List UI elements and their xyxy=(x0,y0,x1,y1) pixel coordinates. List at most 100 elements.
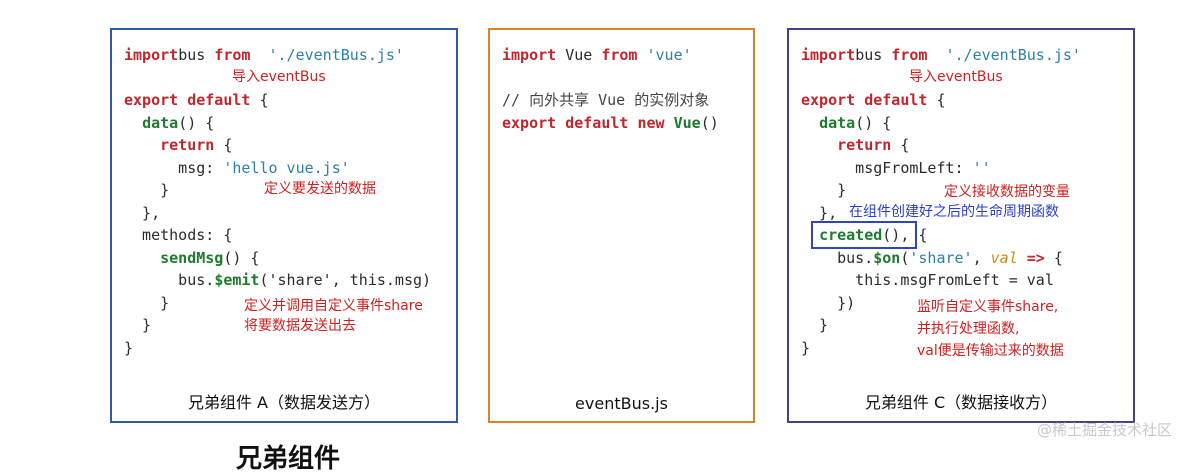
code-token: , xyxy=(972,248,991,267)
eventbus-panel: import Vue from 'vue' // 向外共享 Vue 的实例对象 e… xyxy=(488,28,755,423)
code-token: } xyxy=(124,181,170,199)
code-token: Vue xyxy=(556,46,602,64)
code-token: export default xyxy=(124,91,251,109)
code-token xyxy=(124,114,142,132)
code-token: msgFromLeft: xyxy=(801,158,973,177)
code-token xyxy=(124,136,160,154)
eventbus-caption: eventBus.js xyxy=(575,394,668,413)
note-import-eventbus: 导入eventBus xyxy=(232,69,326,85)
code-token: Vue xyxy=(673,113,701,132)
code-token: } xyxy=(124,338,134,357)
code-token: val xyxy=(990,248,1018,267)
code-token: return xyxy=(837,136,892,154)
code-token: } xyxy=(124,293,170,312)
receiver-caption: 兄弟组件 C（数据接收方） xyxy=(864,393,1058,412)
watermark-text: @稀土掘金技术社区 xyxy=(1036,421,1172,439)
note-listen-event-3: val便是传输过来的数据 xyxy=(917,343,1064,359)
code-token: export default new xyxy=(502,113,665,132)
code-line: } xyxy=(801,179,1081,202)
note-emit-event-2: 将要数据发送出去 xyxy=(244,318,356,334)
code-line: }) xyxy=(801,292,1081,315)
code-line: import Vue from 'vue' xyxy=(502,44,719,67)
code-line: }, xyxy=(124,202,431,225)
code-line: }, xyxy=(801,202,1081,225)
eventbus-code-block: import Vue from 'vue' // 向外共享 Vue 的实例对象 e… xyxy=(502,44,719,134)
code-token xyxy=(801,114,819,132)
code-token xyxy=(250,46,268,64)
code-token: bus. xyxy=(801,248,874,267)
code-line: } xyxy=(801,337,1081,360)
created-highlight-box xyxy=(811,221,917,249)
code-token: ('share', this.msg) xyxy=(259,271,432,289)
code-line: export default { xyxy=(801,89,1081,112)
code-token: () { xyxy=(223,248,260,267)
note-data-to-send: 定义要发送的数据 xyxy=(264,181,376,197)
code-token xyxy=(1018,249,1027,267)
note-emit-event-1: 定义并调用自定义事件share xyxy=(244,298,423,314)
code-token: import xyxy=(502,46,557,64)
code-token: } xyxy=(124,316,152,334)
code-line: methods: { xyxy=(124,224,431,247)
note-listen-event-1: 监听自定义事件share, xyxy=(917,299,1059,315)
code-token: data xyxy=(142,113,179,132)
code-line: } xyxy=(801,314,1081,337)
code-line: this.msgFromLeft = val xyxy=(801,269,1081,292)
code-line: export default new Vue() xyxy=(502,112,719,135)
sender-component-panel: importbus from './eventBus.js' export de… xyxy=(110,28,458,423)
code-line: export default { xyxy=(124,89,431,112)
code-token: import xyxy=(124,46,179,64)
code-line: importbus from './eventBus.js' xyxy=(124,44,431,67)
code-token xyxy=(927,46,945,64)
code-token: { xyxy=(250,91,269,109)
code-line: bus.$on('share', val => { xyxy=(801,247,1081,270)
note-import-eventbus-c: 导入eventBus xyxy=(909,69,1003,85)
code-line: msgFromLeft: '' xyxy=(801,157,1081,180)
code-token: }) xyxy=(801,293,856,312)
code-line: // 向外共享 Vue 的实例对象 xyxy=(502,89,719,112)
code-token: { xyxy=(1044,248,1063,267)
code-token: './eventBus.js' xyxy=(945,46,1081,64)
code-token: => xyxy=(1026,248,1045,267)
code-token: 'hello vue.js' xyxy=(223,158,350,177)
code-token xyxy=(124,249,160,267)
code-token: () xyxy=(700,113,719,132)
receiver-code-block: importbus from './eventBus.js' export de… xyxy=(801,44,1081,359)
code-token: bus. xyxy=(124,271,215,289)
code-token: // 向外共享 Vue 的实例对象 xyxy=(502,91,710,109)
code-line: } xyxy=(124,292,431,315)
cropped-heading-text: 兄弟组件 xyxy=(236,444,341,474)
code-line: } xyxy=(124,337,431,360)
code-token: }, xyxy=(801,203,838,222)
code-token: () { xyxy=(178,113,215,132)
code-line: } xyxy=(124,314,431,337)
code-token: data xyxy=(819,113,856,132)
code-token: created xyxy=(819,226,883,244)
note-lifecycle-hook: 在组件创建好之后的生命周期函数 xyxy=(849,204,1059,220)
code-line: } xyxy=(124,179,431,202)
code-token: () { xyxy=(855,113,892,132)
code-line: msg: 'hello vue.js' xyxy=(124,157,431,180)
code-token: bus xyxy=(855,46,892,64)
code-token: export default xyxy=(801,91,928,109)
note-listen-event-2: 并执行处理函数, xyxy=(917,321,1020,337)
code-token: msg: xyxy=(124,158,224,177)
code-token: ( xyxy=(900,248,910,267)
code-token: from xyxy=(601,46,638,64)
code-token xyxy=(665,114,674,132)
code-line: importbus from './eventBus.js' xyxy=(801,44,1081,67)
code-token: (), { xyxy=(882,226,928,244)
code-token: } xyxy=(801,338,811,357)
code-token: { xyxy=(927,91,946,109)
code-token: import xyxy=(801,46,856,64)
code-token: } xyxy=(801,316,829,334)
code-token: $on xyxy=(873,248,901,267)
code-token: methods: { xyxy=(124,226,233,244)
code-line: sendMsg() { xyxy=(124,247,431,270)
code-line: data() { xyxy=(801,112,1081,135)
code-token xyxy=(637,46,646,64)
code-token: return xyxy=(160,136,215,154)
code-line xyxy=(502,67,719,90)
code-token: 'vue' xyxy=(646,46,692,64)
code-line: bus.$emit('share', this.msg) xyxy=(124,269,431,292)
code-token: bus xyxy=(178,46,215,64)
